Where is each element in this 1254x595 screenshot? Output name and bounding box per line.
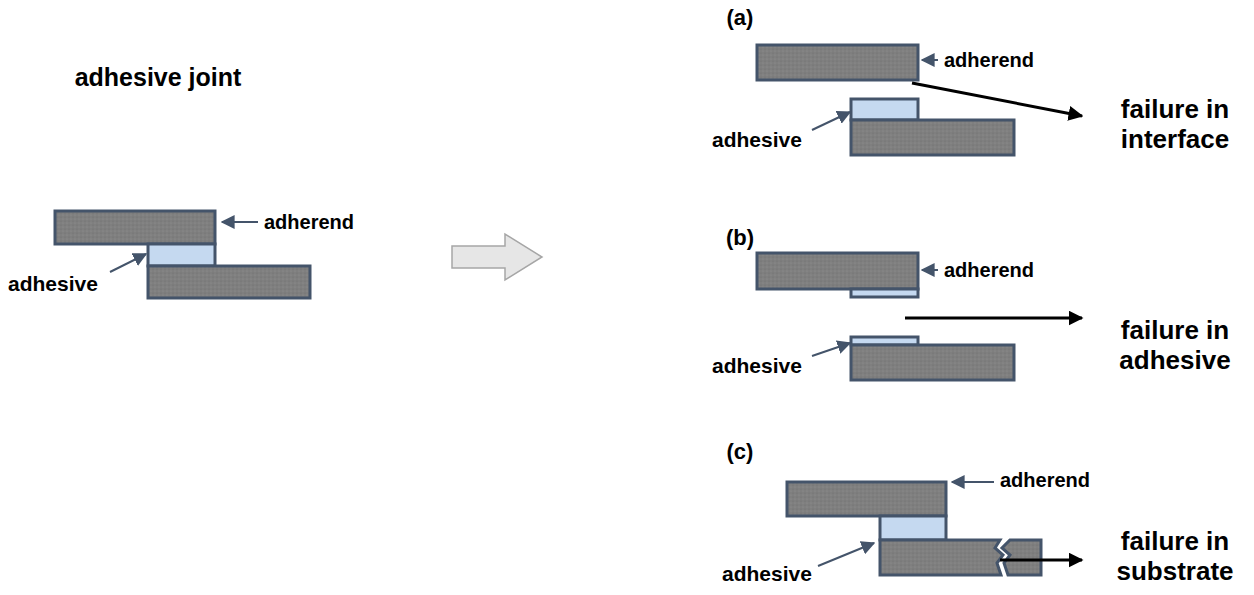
leader-line [922, 59, 938, 61]
part-label: adherend [944, 49, 1034, 72]
failure-label: failure in substrate [1100, 527, 1250, 587]
part-label: adherend [1000, 469, 1090, 492]
part-label: adhesive [722, 562, 812, 586]
panel-letter: (c) [727, 439, 754, 464]
leader-line [818, 543, 874, 566]
adhesive-layer [851, 99, 918, 120]
title-label: adhesive joint [75, 63, 242, 92]
adherend-plate [55, 211, 215, 244]
part-label: adhesive [712, 128, 802, 152]
leader-line [812, 343, 850, 356]
leader-line [922, 269, 938, 271]
part-label: adhesive [712, 354, 802, 378]
adherend-plate [757, 253, 918, 289]
adherend-plate [787, 482, 946, 516]
broken-adherend [880, 540, 1003, 575]
failure-label: failure in interface [1100, 95, 1250, 155]
part-label: adherend [264, 211, 354, 234]
failure-arrow [905, 317, 1082, 320]
failure-arrow [912, 83, 1082, 116]
adherend-plate [851, 120, 1014, 155]
adhesive-layer [851, 289, 918, 297]
leader-line [222, 221, 258, 223]
transition-arrow [452, 234, 542, 280]
leader-line [952, 481, 994, 483]
failure-label: failure in adhesive [1100, 316, 1250, 376]
adherend-plate [851, 345, 1014, 380]
leader-line [110, 254, 146, 272]
part-label: adhesive [8, 272, 98, 296]
adherend-plate [148, 266, 310, 298]
part-label: adherend [944, 259, 1034, 282]
panel-letter: (b) [726, 225, 754, 250]
adhesive-layer [880, 516, 946, 540]
adhesive-layer [148, 244, 215, 266]
panel-letter: (a) [727, 5, 754, 30]
broken-adherend [1002, 540, 1041, 575]
failure-arrow [1000, 559, 1082, 562]
leader-line [812, 112, 850, 130]
adherend-plate [757, 45, 918, 80]
